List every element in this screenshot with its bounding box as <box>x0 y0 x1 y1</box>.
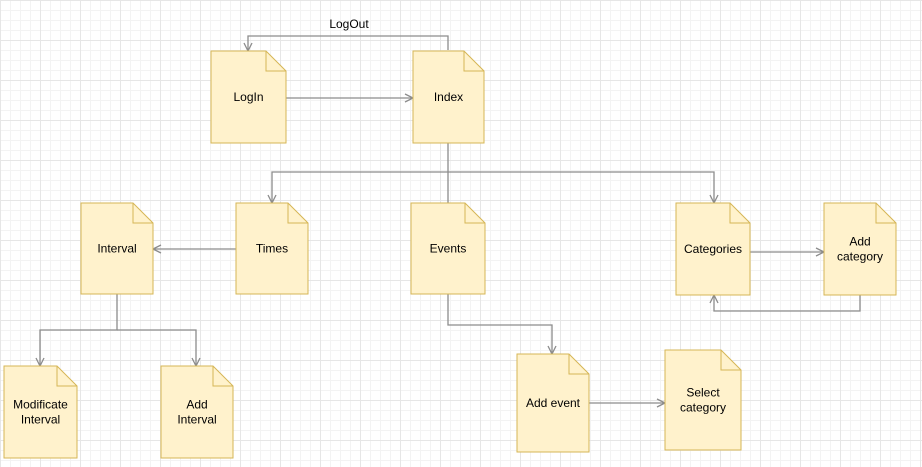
note-shape <box>80 202 154 295</box>
edge-events-to-add-event <box>447 294 552 354</box>
edge-interval-to-modificate-interval <box>40 294 118 366</box>
node-categories[interactable]: Categories <box>675 202 751 296</box>
node-interval[interactable]: Interval <box>80 202 154 295</box>
note-shape <box>235 202 309 295</box>
note-shape <box>410 202 486 295</box>
edge-interval-to-add-interval <box>117 329 196 366</box>
edge-add-category-to-categories <box>714 295 861 312</box>
note-fold <box>132 203 153 224</box>
note-fold <box>720 350 741 371</box>
node-index[interactable]: Index <box>412 50 485 144</box>
note-fold <box>463 51 484 72</box>
note-shape <box>412 50 485 144</box>
node-label: Times <box>256 242 288 256</box>
node-label: Categories <box>684 242 742 256</box>
note-fold <box>568 354 589 375</box>
note-shape <box>210 50 287 144</box>
node-times[interactable]: Times <box>235 202 309 295</box>
note-fold <box>875 203 896 224</box>
note-shape <box>823 202 897 296</box>
node-label: Interval <box>97 242 136 256</box>
node-label: Add event <box>526 396 581 410</box>
note-shape <box>160 365 234 459</box>
note-shape <box>664 349 742 451</box>
note-fold <box>265 51 286 72</box>
note-fold <box>287 203 308 224</box>
note-shape <box>675 202 751 296</box>
edge-index-to-times <box>272 143 449 203</box>
node-label: Index <box>434 90 463 104</box>
note-fold <box>464 203 485 224</box>
note-fold <box>56 366 77 387</box>
note-shape <box>516 353 590 453</box>
node-label: LogIn <box>233 90 263 104</box>
node-add-event[interactable]: Add event <box>516 353 590 453</box>
note-shape <box>3 365 78 459</box>
edge-label-logout: LogOut <box>329 17 369 31</box>
note-fold <box>212 366 233 387</box>
edge-index-to-categories <box>448 171 714 203</box>
node-login[interactable]: LogIn <box>210 50 287 144</box>
note-fold <box>729 203 750 224</box>
node-label: Events <box>430 242 467 256</box>
node-events[interactable]: Events <box>410 202 486 295</box>
edge-index-to-login <box>248 35 449 51</box>
